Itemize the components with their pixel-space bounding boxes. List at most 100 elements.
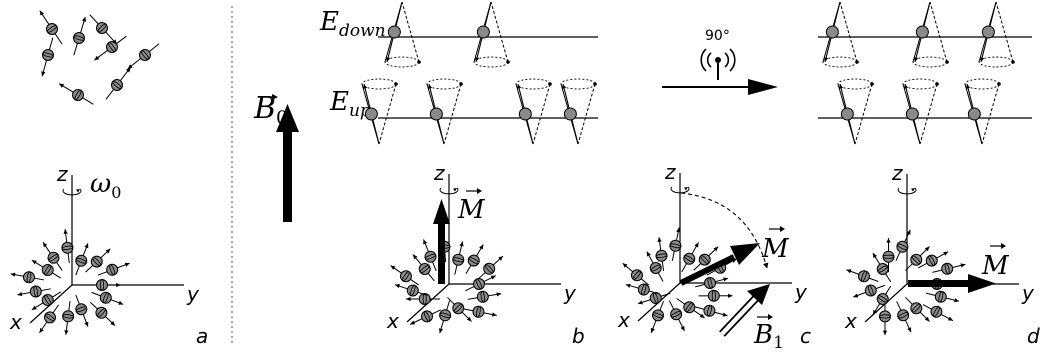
ensemble-spin — [447, 297, 472, 322]
random-spin — [39, 10, 63, 45]
ensemble-spin — [681, 242, 699, 273]
ensemble-spin — [42, 242, 63, 271]
ensemble-spin — [655, 237, 668, 271]
ensemble-spin — [97, 262, 130, 276]
panel-b-axes: zyx — [386, 161, 577, 334]
precession-cone — [978, 1, 1015, 68]
panel-label-b: b — [572, 324, 585, 348]
ensemble-spin — [438, 300, 452, 334]
precession-cone — [822, 1, 859, 68]
pulse-arrow — [662, 79, 778, 95]
panel-label-d: d — [1027, 324, 1040, 348]
ensemble-spin — [390, 265, 419, 286]
ensemble-spin — [905, 297, 930, 322]
svg-text:M: M — [761, 234, 790, 264]
precession-cone — [902, 78, 939, 145]
ensemble-spin — [650, 300, 665, 334]
ensemble-spin — [853, 284, 886, 298]
ensemble-spin — [412, 254, 435, 282]
precession-cone — [473, 1, 510, 68]
random-spin — [94, 35, 127, 61]
svg-text:B1: B1 — [753, 320, 784, 353]
precession-cone — [515, 78, 552, 145]
random-spin — [58, 83, 94, 105]
ensemble-spin — [31, 259, 62, 279]
panel-label-a: a — [196, 324, 208, 348]
ensemble-spin — [676, 298, 705, 319]
x-axis-label: x — [617, 308, 630, 332]
random-spin — [73, 16, 87, 56]
ensemble-spin — [925, 290, 960, 303]
ensemble-spin — [625, 283, 659, 296]
ensemble-spin — [39, 304, 60, 334]
b1-arrow — [719, 284, 770, 337]
precession-cones — [361, 1, 1015, 145]
ensemble-spin — [646, 251, 664, 282]
precession-cone — [384, 1, 421, 68]
ensemble-spin — [905, 246, 930, 271]
random-spins — [39, 10, 160, 105]
precession-cone — [361, 78, 398, 145]
ensemble-spin — [879, 301, 891, 336]
y-axis-label: y — [186, 282, 200, 306]
ensemble-spin — [695, 277, 729, 289]
ensemble-spin — [89, 301, 116, 326]
b0-label: B0 — [253, 91, 288, 129]
ensemble-spin — [622, 262, 650, 286]
svg-text:B0: B0 — [253, 91, 288, 129]
magnetization-vector-b — [433, 199, 450, 284]
ensemble-spin — [465, 244, 484, 275]
panel-d-axes: z y x — [844, 161, 1035, 336]
omega0-label: ω0 — [90, 169, 121, 202]
ensemble-spin — [918, 251, 949, 269]
ensemble-spin — [668, 300, 685, 332]
x-axis-label: x — [9, 310, 22, 334]
ensemble-spin — [91, 291, 124, 305]
z-axis-label: z — [891, 161, 903, 185]
ensemble-spin — [895, 229, 911, 261]
ensemble-spin — [62, 301, 75, 335]
svg-text:M: M — [981, 251, 1010, 281]
ensemble-spin — [922, 304, 954, 322]
random-spin — [41, 37, 54, 77]
ensemble-spin — [452, 241, 465, 275]
ensemble-spin — [932, 262, 966, 275]
x-axis-label: x — [844, 309, 857, 333]
ensemble-spin — [896, 301, 912, 333]
y-axis-label: y — [563, 281, 577, 305]
pulse-angle: 90° — [705, 28, 730, 44]
ensemble-spin — [467, 290, 502, 303]
ensemble-spin — [61, 229, 74, 264]
panel-c-axes: z y x — [617, 160, 808, 334]
ensemble-spin — [423, 239, 437, 272]
ensemble-spin — [75, 243, 89, 276]
ensemble-spin — [477, 255, 504, 280]
precession-cone — [426, 78, 463, 145]
ensemble-spin — [846, 269, 879, 283]
ensemble-spin — [86, 279, 121, 291]
b1-label: B1 — [753, 314, 784, 353]
ensemble-spin — [669, 227, 682, 261]
magnetization-vector-c — [679, 192, 769, 286]
y-axis-label: y — [794, 280, 808, 304]
m-label-c: M — [761, 226, 790, 264]
ensemble-spin — [694, 304, 728, 317]
ensemble-spin — [394, 284, 428, 297]
panel-a-axes: z y x — [9, 162, 200, 335]
y-axis-label: y — [1021, 281, 1035, 305]
m-label-b: M — [457, 188, 486, 225]
ensemble-spin — [698, 289, 733, 302]
precession-cone — [837, 78, 874, 145]
z-axis-label: z — [664, 160, 676, 184]
ensemble-spin — [872, 285, 892, 316]
ensemble-spin — [17, 285, 51, 298]
rf-pulse-icon — [700, 48, 736, 80]
precession-cone — [560, 78, 597, 145]
z-axis-label: z — [56, 162, 68, 186]
b0-arrow — [276, 104, 299, 222]
e-down-label: Edown — [319, 7, 386, 41]
ensemble-spin — [409, 309, 442, 325]
random-spin — [127, 43, 160, 70]
panel-label-c: c — [800, 324, 811, 348]
